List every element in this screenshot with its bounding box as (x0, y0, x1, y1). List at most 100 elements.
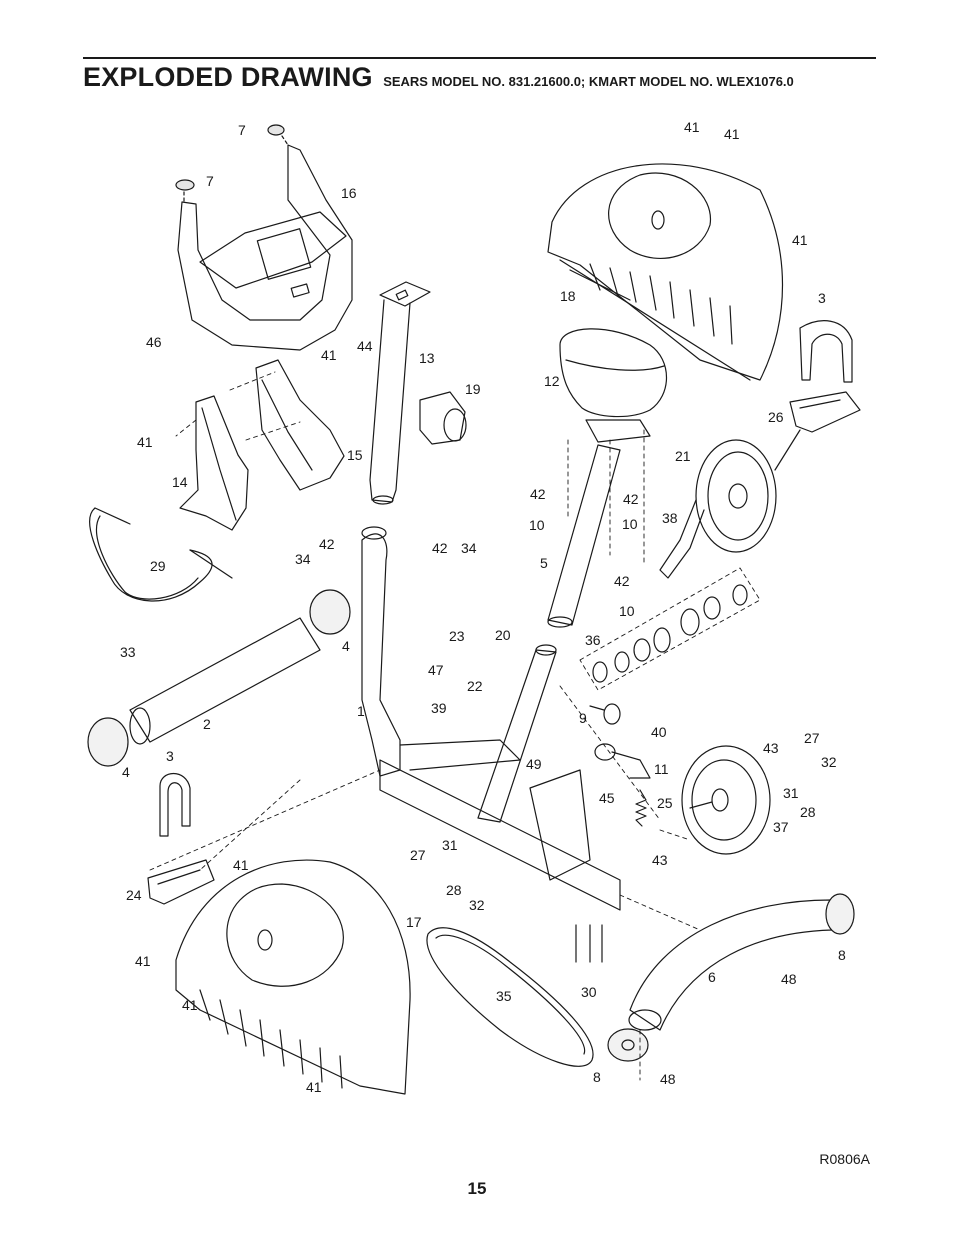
model-numbers: SEARS MODEL NO. 831.21600.0; KMART MODEL… (383, 74, 794, 89)
callout: 7 (238, 122, 246, 138)
callout: 21 (675, 448, 691, 464)
part-1-main-frame (361, 526, 621, 911)
callout: 10 (622, 516, 638, 532)
callout: 41 (684, 119, 700, 135)
callout: 4 (342, 638, 350, 654)
callout: 26 (768, 409, 784, 425)
callout: 16 (341, 185, 357, 201)
part-36-crank-bearing-set (579, 567, 761, 691)
callout: 4 (122, 764, 130, 780)
part-24-left-pedal (147, 859, 215, 905)
part-35-drive-belt (426, 927, 594, 1067)
callout: 39 (431, 700, 447, 716)
callout: 42 (623, 491, 639, 507)
callout: 42 (614, 573, 630, 589)
part-14-left-cover (179, 395, 249, 531)
callout: 43 (652, 852, 668, 868)
part-6-rear-stabilizer (628, 899, 833, 1031)
callout: 41 (792, 232, 808, 248)
callout: 14 (172, 474, 188, 490)
callout: 43 (763, 740, 779, 756)
callout: 15 (347, 447, 363, 463)
callout: 40 (651, 724, 667, 740)
callout: 42 (432, 540, 448, 556)
part-16-handlebar-console (175, 124, 353, 351)
callout: 8 (838, 947, 846, 963)
callout: 41 (137, 434, 153, 450)
page-header: EXPLODED DRAWING SEARS MODEL NO. 831.216… (83, 62, 794, 93)
callout: 3 (166, 748, 174, 764)
callout: 35 (496, 988, 512, 1004)
callout: 41 (135, 953, 151, 969)
part-29-tension-cable (89, 507, 233, 602)
callout: 47 (428, 662, 444, 678)
callout: 41 (724, 126, 740, 142)
callout: 17 (406, 914, 422, 930)
callout: 42 (530, 486, 546, 502)
callout: 31 (442, 837, 458, 853)
page-title: EXPLODED DRAWING (83, 62, 373, 92)
callout: 42 (319, 536, 335, 552)
callout: 24 (126, 887, 142, 903)
callout: 7 (206, 173, 214, 189)
callout: 36 (585, 632, 601, 648)
callout: 44 (357, 338, 373, 354)
callout: 32 (821, 754, 837, 770)
callout: 23 (449, 628, 465, 644)
callout: 27 (410, 847, 426, 863)
callout: 34 (461, 540, 477, 556)
part-5-seat-tube (547, 444, 621, 628)
part-12-seat (559, 328, 668, 443)
callout-labels: 7 7 16 41 41 41 18 3 46 41 44 13 19 12 4… (120, 119, 846, 1095)
callout: 9 (579, 710, 587, 726)
callout: 6 (708, 969, 716, 985)
callout: 5 (540, 555, 548, 571)
part-4-end-caps (87, 589, 351, 767)
callout: 38 (662, 510, 678, 526)
callout: 45 (599, 790, 615, 806)
part-17-left-shield (175, 859, 411, 1095)
callout: 32 (469, 897, 485, 913)
callout: 2 (203, 716, 211, 732)
part-25-spring (635, 789, 647, 827)
callout: 13 (419, 350, 435, 366)
callout: 30 (581, 984, 597, 1000)
callout: 28 (446, 882, 462, 898)
part-37-flywheel (681, 745, 771, 855)
callout: 10 (619, 603, 635, 619)
callout: 49 (526, 756, 542, 772)
callout: 10 (529, 517, 545, 533)
part-11-idler-bracket (594, 743, 651, 779)
drawing-reference: R0806A (819, 1151, 870, 1167)
callout: 46 (146, 334, 162, 350)
callout: 22 (467, 678, 483, 694)
part-9-knob (589, 703, 621, 725)
part-30-bolts (575, 924, 603, 963)
callout: 41 (182, 997, 198, 1013)
callout: 41 (233, 857, 249, 873)
callout: 27 (804, 730, 820, 746)
callout: 34 (295, 551, 311, 567)
page-number: 15 (467, 1179, 487, 1198)
callout: 11 (654, 761, 669, 777)
part-21-pulley (695, 429, 801, 553)
callout: 18 (560, 288, 576, 304)
callout: 1 (357, 703, 365, 719)
part-13-seat-post (369, 281, 431, 505)
part-3-right-strap (799, 320, 853, 383)
part-3-left-strap (159, 772, 191, 837)
part-26-right-pedal (789, 391, 861, 433)
callout: 28 (800, 804, 816, 820)
part-19-adjustment-knob (419, 391, 467, 445)
callout: 37 (773, 819, 789, 835)
callout: 12 (544, 373, 560, 389)
callout: 41 (321, 347, 337, 363)
callout: 48 (660, 1071, 676, 1087)
part-2-front-stabilizer (129, 617, 321, 745)
part-18-right-shield (547, 163, 784, 381)
callout: 8 (593, 1069, 601, 1085)
callout: 33 (120, 644, 136, 660)
part-38-crank-arm (659, 499, 705, 579)
part-15-right-cover (255, 359, 345, 491)
